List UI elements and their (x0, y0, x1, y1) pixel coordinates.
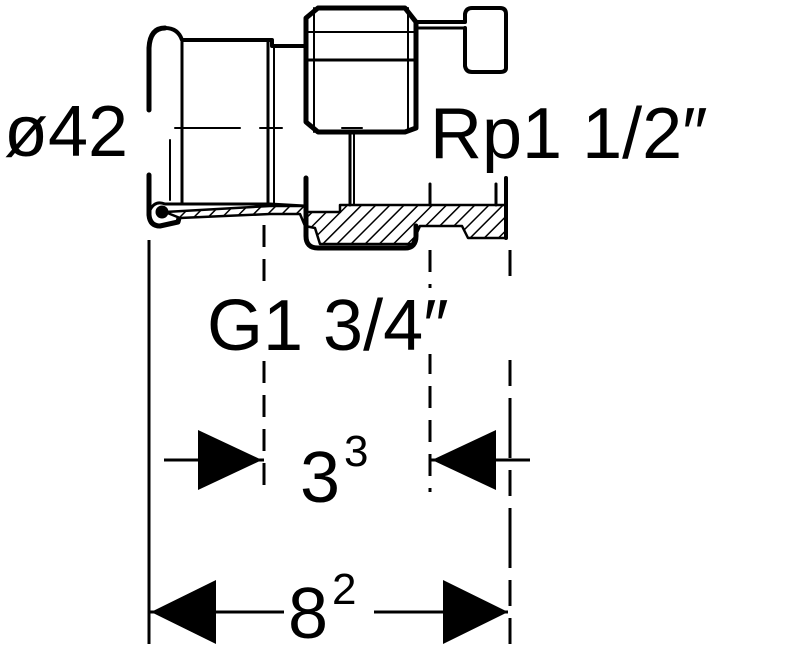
dimension-insertion (164, 430, 530, 490)
arrowhead-length-right (443, 580, 508, 644)
hex-nut (303, 5, 419, 135)
label-outer-thread: G1 3/4″ (207, 286, 449, 366)
wall-section-hatch (163, 203, 508, 246)
label-total-length: 8 2 (288, 565, 356, 654)
press-socket-outline (146, 25, 183, 229)
press-socket-bead (163, 26, 307, 48)
label-inner-thread: Rp1 1/2″ (430, 94, 708, 174)
fitting-body (146, 5, 508, 251)
arrowhead-insertion-right (432, 430, 496, 490)
label-outer-thread-backdrop (205, 288, 530, 354)
label-pipe-diameter: ø42 (4, 92, 128, 172)
union-lower (303, 175, 419, 251)
socket-seat (148, 201, 307, 212)
label-inner-thread-backdrop (428, 95, 768, 165)
label-insertion-main: 3 (300, 438, 340, 518)
label-length-sup: 2 (332, 565, 356, 614)
label-length-main: 8 (288, 574, 328, 654)
dimension-length (150, 580, 508, 644)
arrowhead-length-left (151, 580, 216, 644)
label-insertion-sup: 3 (344, 427, 368, 476)
label-insertion-depth: 3 3 (300, 427, 368, 518)
thread-end-outline (414, 6, 508, 74)
arrowhead-insertion-left (198, 430, 262, 490)
